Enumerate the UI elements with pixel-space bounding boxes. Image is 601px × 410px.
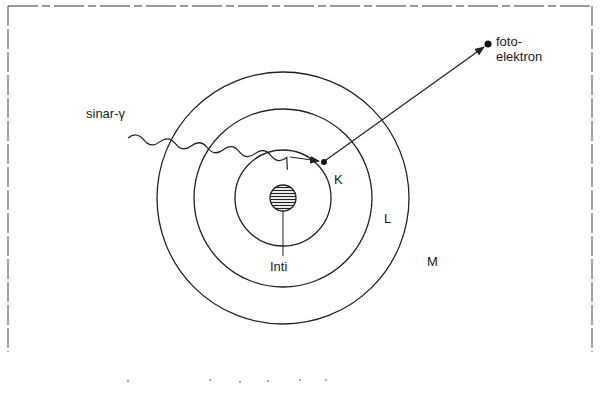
shell-label: L <box>384 211 391 226</box>
photoelectron-label: foto-elektron <box>496 34 558 64</box>
ray-label: sinar-γ <box>86 106 125 121</box>
nucleus-label: Inti <box>270 259 287 274</box>
shell-label: K <box>334 172 343 187</box>
shell-label: M <box>427 254 438 269</box>
